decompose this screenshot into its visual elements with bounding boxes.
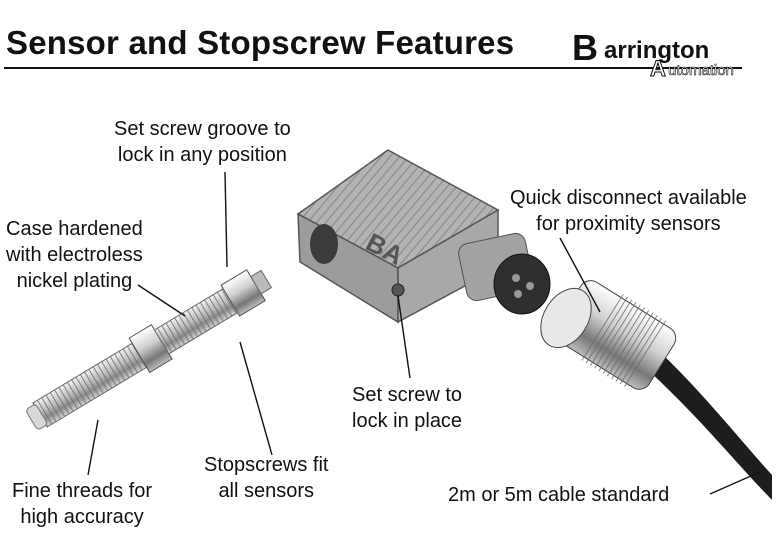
callout-stopscrews-fit: Stopscrews fit all sensors [204,454,329,502]
callout-cable-standard: 2m or 5m cable standard [448,484,670,506]
logo-word-arrington: arrington [604,37,710,64]
callout-leader-lines [87,171,761,495]
callout-quick-disconnect: Quick disconnect available for proximity… [510,187,747,235]
barrington-automation-logo: B arrington A utomation [572,30,780,84]
sensor-block: BA [296,149,500,324]
callout-fine-threads: Fine threads for high accuracy [12,480,153,528]
logo-letter-a: A [650,56,667,81]
logo-letter-b: B [572,27,598,68]
threaded-sensor-rod [26,269,273,430]
title-underline [4,67,742,69]
cable-connector [540,280,772,500]
page-title: Sensor and Stopscrew Features [6,24,515,61]
callout-set-screw-lock: Set screw to lock in place [352,384,463,432]
callout-case-hardened: Case hardened with electroless nickel pl… [6,218,143,292]
logo-word-utomation: utomation [668,62,734,79]
block-connector [458,232,551,315]
callout-set-screw-groove: Set screw groove to lock in any position [114,118,291,166]
